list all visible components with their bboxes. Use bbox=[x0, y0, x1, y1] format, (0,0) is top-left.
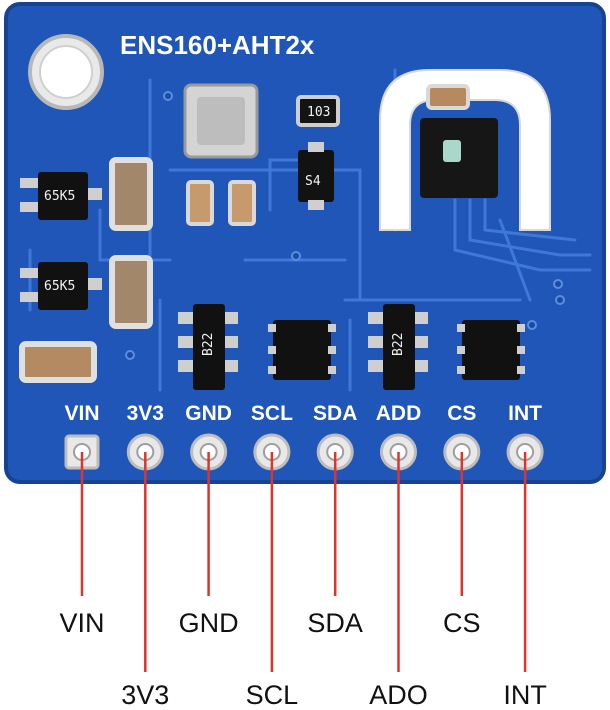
board-title: ENS160+AHT2x bbox=[120, 30, 315, 60]
level-shifter-right: B22 bbox=[368, 304, 428, 390]
large-cap-3 bbox=[19, 341, 97, 383]
small-cap-1 bbox=[186, 180, 214, 226]
silk-label-3v3: 3V3 bbox=[127, 402, 164, 425]
chip-left-label: B22 bbox=[201, 333, 216, 356]
silk-label-gnd: GND bbox=[185, 402, 232, 425]
callout-label-int: INT bbox=[503, 680, 547, 710]
pin-callout-labels: VIN 3V3 GND SCL SDA ADO CS INT bbox=[59, 608, 546, 710]
sensor-window bbox=[443, 140, 461, 162]
callout-label-sda: SDA bbox=[307, 608, 363, 638]
resistor-103 bbox=[296, 95, 340, 127]
transistor-bottom-label: 65K5 bbox=[44, 279, 75, 294]
pcb-shade bbox=[4, 2, 606, 484]
callout-label-ado: ADO bbox=[369, 680, 428, 710]
decoupling-cap bbox=[426, 84, 470, 110]
callout-label-vin: VIN bbox=[59, 608, 104, 638]
ic-right bbox=[457, 320, 525, 380]
large-cap-1 bbox=[109, 157, 153, 231]
transistor-bottom bbox=[38, 262, 88, 310]
transistor-top bbox=[38, 172, 88, 220]
silk-label-vin: VIN bbox=[64, 402, 99, 425]
silk-label-scl: SCL bbox=[251, 402, 293, 425]
silk-label-cs: CS bbox=[447, 402, 476, 425]
callout-label-scl: SCL bbox=[246, 680, 299, 710]
pin-silkscreen-labels: VIN 3V3 GND SCL SDA ADD CS INT bbox=[64, 402, 542, 425]
level-shifter-left: B22 bbox=[178, 304, 238, 390]
chip-right-label: B22 bbox=[391, 333, 406, 356]
sensor-isolation-slot bbox=[379, 69, 551, 231]
callout-label-gnd: GND bbox=[179, 608, 239, 638]
small-cap-2 bbox=[228, 180, 256, 226]
ic-middle bbox=[268, 320, 336, 380]
resistor-label: 103 bbox=[307, 105, 330, 120]
large-cap-2 bbox=[109, 255, 153, 329]
pin-callout-lines bbox=[80, 452, 527, 672]
callout-label-cs: CS bbox=[443, 608, 481, 638]
diode-s4 bbox=[298, 150, 334, 202]
silk-label-sda: SDA bbox=[313, 402, 357, 425]
silk-label-ado: ADD bbox=[376, 402, 422, 425]
vias bbox=[125, 91, 565, 360]
transistor-top-label: 65K5 bbox=[44, 189, 75, 204]
pcb-traces bbox=[28, 68, 592, 392]
diode-label: S4 bbox=[305, 174, 321, 189]
silk-label-int: INT bbox=[508, 402, 542, 425]
callout-label-3v3: 3V3 bbox=[121, 680, 169, 710]
